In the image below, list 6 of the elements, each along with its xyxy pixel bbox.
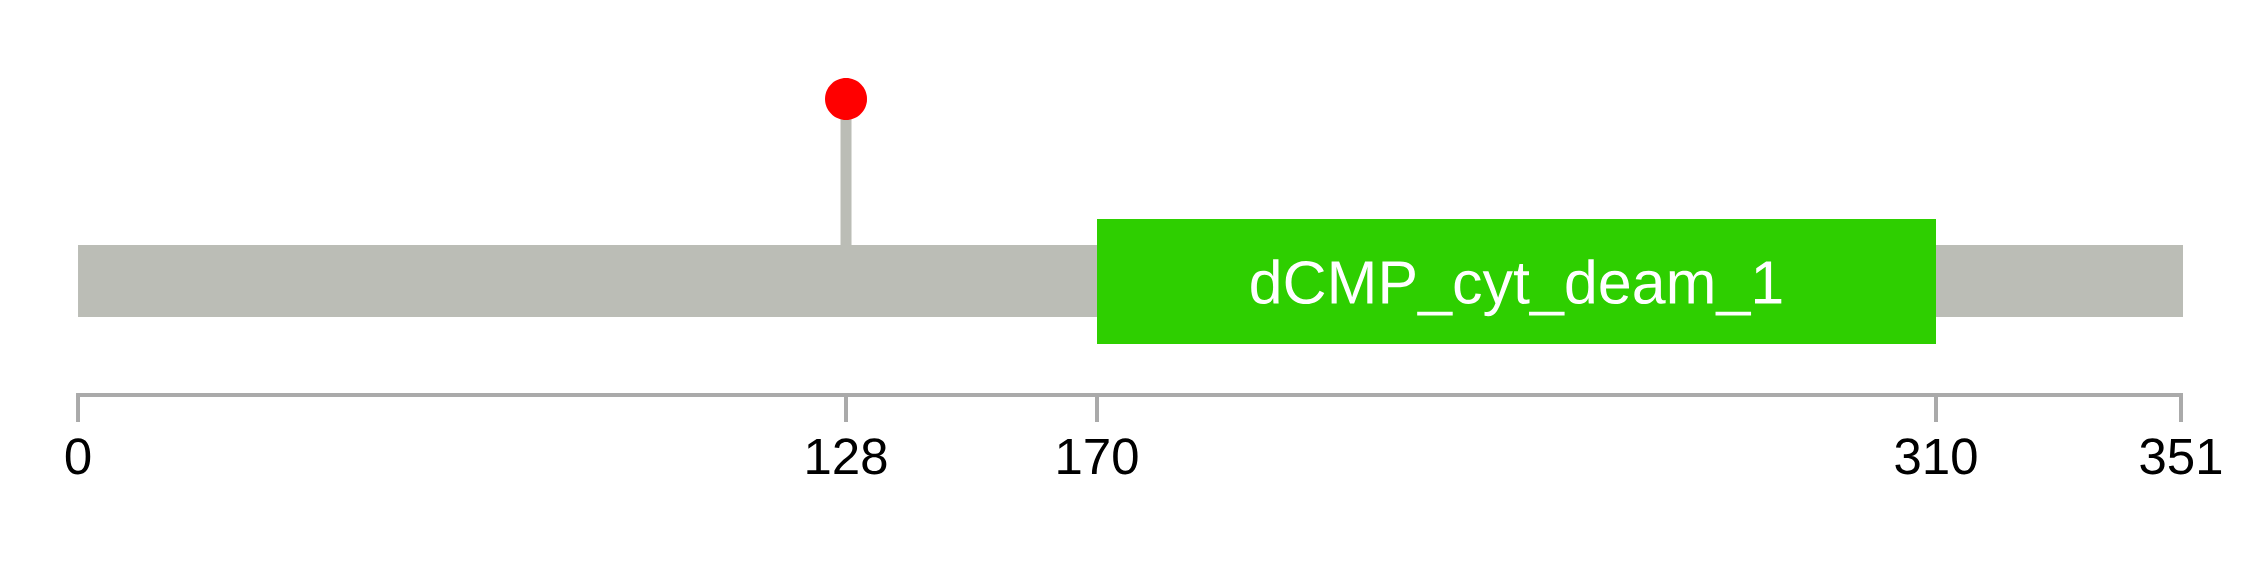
tick-label: 128: [807, 438, 887, 475]
domain-box: dCMP_cyt_deam_1: [1097, 219, 1936, 344]
tick-label: 0: [65, 438, 91, 475]
tick-label: 170: [1058, 438, 1138, 475]
tick-label: 310: [1895, 438, 1977, 475]
tick-label: 351: [2140, 438, 2222, 475]
